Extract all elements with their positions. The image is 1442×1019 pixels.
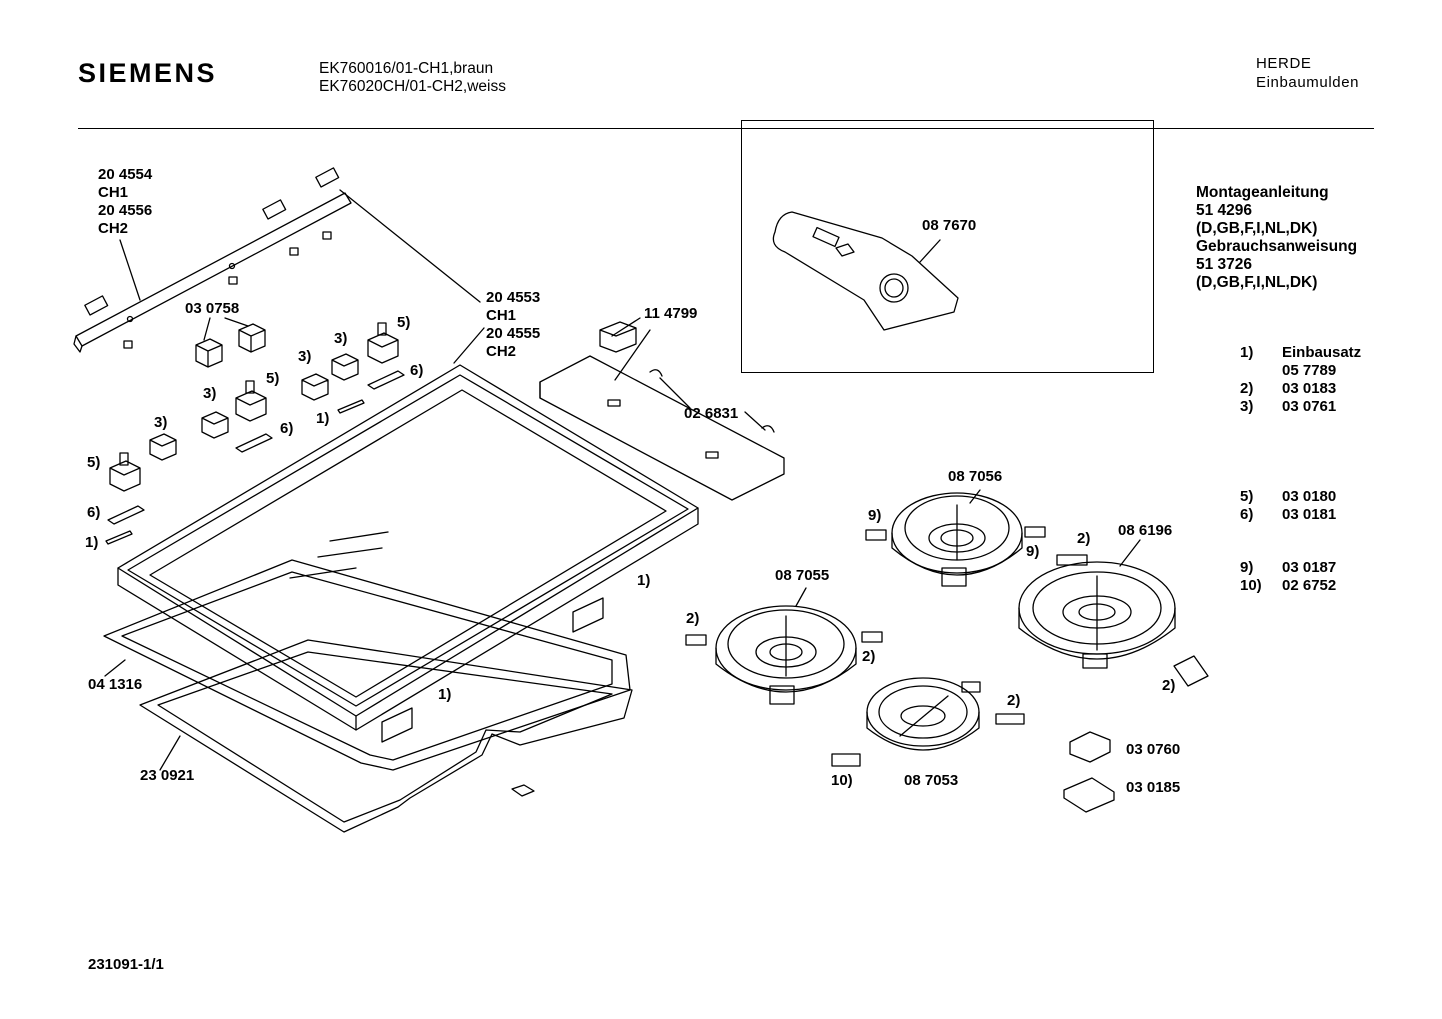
doc-line: 51 4296: [1196, 202, 1253, 219]
legend-key: 1): [1240, 344, 1254, 361]
callout: 1): [85, 534, 99, 551]
model-list: EK760016/01-CH1,braun EK76020CH/01-CH2,w…: [319, 60, 506, 96]
callout: 5): [397, 314, 411, 331]
callout: 9): [868, 507, 882, 524]
part-number: 08 6196: [1118, 522, 1173, 539]
legend-row: 10) 02 6752: [1240, 577, 1336, 595]
callout: 10): [831, 772, 853, 789]
part-number: 08 7055: [775, 567, 830, 584]
callout: 3): [203, 385, 217, 402]
header-rule: [78, 128, 1374, 129]
scraper-tool: [772, 211, 959, 331]
heating-elements: [715, 489, 1176, 751]
legend-row: 6) 03 0181: [1240, 506, 1336, 524]
callout: 2): [1007, 692, 1021, 709]
callout: 1): [316, 410, 330, 427]
part-number: 02 6831: [684, 405, 739, 422]
part-number: 03 0760: [1126, 741, 1181, 758]
seal-and-base: [103, 559, 633, 833]
variant: CH2: [486, 343, 517, 360]
callout: 3): [154, 414, 168, 431]
part-number: 08 7670: [922, 217, 977, 234]
legend-row: 1) Einbausatz: [1240, 344, 1361, 362]
part-number: 20 4554: [98, 166, 153, 183]
legend-part: 05 7789: [1282, 362, 1337, 379]
legend-group-1: 1) Einbausatz 05 7789 2) 03 0183 3) 03 0761: [1240, 344, 1361, 416]
legend-row: 5) 03 0180: [1240, 488, 1336, 506]
legend-row: 05 7789: [1240, 362, 1361, 380]
trim-strip: [73, 167, 481, 353]
legend-key: 5): [1240, 488, 1254, 505]
legend-part: 03 0180: [1282, 488, 1337, 505]
legend-key: 10): [1240, 577, 1262, 594]
part-number: 20 4555: [486, 325, 541, 342]
variant: CH1: [98, 184, 129, 201]
callout: 2): [862, 648, 876, 665]
brand-logo: SIEMENS: [78, 58, 218, 88]
callout: 5): [266, 370, 280, 387]
legend-key: 3): [1240, 398, 1254, 415]
category: HERDE Einbaumulden: [1256, 54, 1359, 92]
legend-key: 9): [1240, 559, 1254, 576]
doc-line: Gebrauchsanweisung: [1196, 238, 1358, 255]
part-number: 20 4553: [486, 289, 541, 306]
legend-group-2: 5) 03 0180 6) 03 0181: [1240, 488, 1336, 524]
callout: 2): [1077, 530, 1091, 547]
legend-part: Einbausatz: [1282, 344, 1362, 361]
callout: 6): [410, 362, 424, 379]
part-number: 08 7056: [948, 468, 1003, 485]
part-number: 23 0921: [140, 767, 195, 784]
part-number: 20 4556: [98, 202, 153, 219]
part-number: 03 0758: [185, 300, 240, 317]
trim-label-group: 20 4554 CH1 20 4556 CH2: [98, 166, 152, 238]
callout: 2): [686, 610, 700, 627]
doc-line: (D,GB,F,I,NL,DK): [1196, 274, 1318, 291]
legend-part: 03 0187: [1282, 559, 1337, 576]
legend-row: 2) 03 0183: [1240, 380, 1361, 398]
model-line: EK760016/01-CH1,braun: [319, 60, 494, 77]
legend-group-3: 9) 03 0187 10) 02 6752: [1240, 559, 1336, 595]
category-line: Einbaumulden: [1256, 74, 1360, 91]
callout: 5): [87, 454, 101, 471]
frame-label-group: 20 4553 CH1 20 4555 CH2: [486, 289, 540, 361]
glass-frame: [117, 327, 699, 731]
legend-row: 3) 03 0761: [1240, 398, 1361, 416]
part-number: 11 4799: [644, 305, 698, 322]
legend-part: 03 0183: [1282, 380, 1337, 397]
scraper-inset-box: [741, 120, 1154, 373]
callout: 6): [280, 420, 294, 437]
legend-part: 02 6752: [1282, 577, 1337, 594]
variant: CH1: [486, 307, 517, 324]
legend-row: 9) 03 0187: [1240, 559, 1336, 577]
callout: 2): [1162, 677, 1176, 694]
documentation-references: Montageanleitung 51 4296 (D,GB,F,I,NL,DK…: [1196, 184, 1357, 292]
category-line: HERDE: [1256, 55, 1312, 72]
doc-line: Montageanleitung: [1196, 184, 1329, 201]
document-id: 231091-1/1: [88, 956, 164, 973]
callout: 1): [637, 572, 651, 589]
switch-and-shield: [539, 317, 785, 501]
legend-part: 03 0181: [1282, 506, 1337, 523]
part-number: 04 1316: [88, 676, 143, 693]
doc-line: 51 3726: [1196, 256, 1253, 273]
clip-blocks: [105, 317, 405, 545]
callout: 3): [334, 330, 348, 347]
doc-line: (D,GB,F,I,NL,DK): [1196, 220, 1318, 237]
part-number: 08 7053: [904, 772, 959, 789]
callout: 9): [1026, 543, 1040, 560]
legend-key: 6): [1240, 506, 1254, 523]
part-number: 03 0185: [1126, 779, 1181, 796]
variant: CH2: [98, 220, 129, 237]
legend-part: 03 0761: [1282, 398, 1337, 415]
model-line: EK76020CH/01-CH2,weiss: [319, 78, 506, 95]
callout: 3): [298, 348, 312, 365]
legend-key: 2): [1240, 380, 1254, 397]
callout: 6): [87, 504, 101, 521]
small-parts: [685, 526, 1209, 813]
callout: 1): [438, 686, 452, 703]
